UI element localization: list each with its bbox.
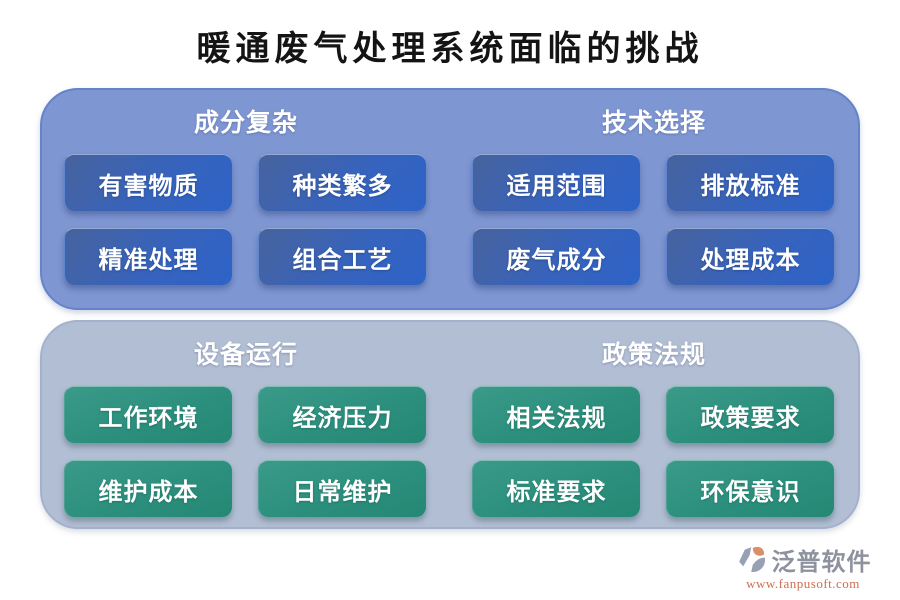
- fanpu-logo-icon: [735, 544, 769, 576]
- topic-card: 相关法规: [472, 386, 640, 443]
- topic-card: 组合工艺: [258, 228, 426, 285]
- group-equipment-operation: 设备运行 工作环境 经济压力 维护成本 日常维护: [42, 322, 450, 527]
- group-header: 技术选择: [601, 110, 706, 137]
- topic-grid: 工作环境 经济压力 维护成本 日常维护: [42, 375, 450, 517]
- topic-card: 维护成本: [64, 460, 232, 517]
- topic-card: 环保意识: [666, 460, 834, 517]
- topic-card: 处理成本: [666, 228, 834, 285]
- brand-row: 泛普软件: [718, 542, 888, 577]
- topic-card: 经济压力: [258, 386, 426, 443]
- topic-card: 精准处理: [64, 228, 232, 285]
- panel-top: 成分复杂 有害物质 种类繁多 精准处理 组合工艺 技术选择 适用范围 排放标准 …: [40, 88, 860, 310]
- topic-card: 适用范围: [472, 154, 640, 211]
- topic-card: 排放标准: [666, 154, 834, 211]
- fanpu-brand-watermark: 泛普软件 www.fanpusoft.com: [718, 542, 888, 592]
- group-technology-selection: 技术选择 适用范围 排放标准 废气成分 处理成本: [450, 90, 858, 308]
- panel-bottom: 设备运行 工作环境 经济压力 维护成本 日常维护 政策法规 相关法规 政策要求 …: [40, 320, 860, 529]
- topic-card: 有害物质: [64, 154, 232, 211]
- topic-card: 标准要求: [472, 460, 640, 517]
- diagram-title: 暖通废气处理系统面临的挑战: [196, 31, 704, 68]
- topic-card: 日常维护: [258, 460, 426, 517]
- brand-name: 泛普软件: [771, 550, 872, 576]
- group-header: 设备运行: [193, 342, 298, 369]
- topic-card: 废气成分: [472, 228, 640, 285]
- group-policy-regulation: 政策法规 相关法规 政策要求 标准要求 环保意识: [450, 322, 858, 527]
- topic-card: 工作环境: [64, 386, 232, 443]
- topic-grid: 有害物质 种类繁多 精准处理 组合工艺: [42, 143, 450, 285]
- group-composition-complex: 成分复杂 有害物质 种类繁多 精准处理 组合工艺: [42, 90, 450, 308]
- group-header: 成分复杂: [193, 110, 298, 137]
- group-header: 政策法规: [601, 342, 706, 369]
- brand-url: www.fanpusoft.com: [746, 576, 860, 591]
- topic-card: 种类繁多: [258, 154, 426, 211]
- topic-card: 政策要求: [666, 386, 834, 443]
- topic-grid: 相关法规 政策要求 标准要求 环保意识: [450, 375, 858, 517]
- topic-grid: 适用范围 排放标准 废气成分 处理成本: [450, 143, 858, 285]
